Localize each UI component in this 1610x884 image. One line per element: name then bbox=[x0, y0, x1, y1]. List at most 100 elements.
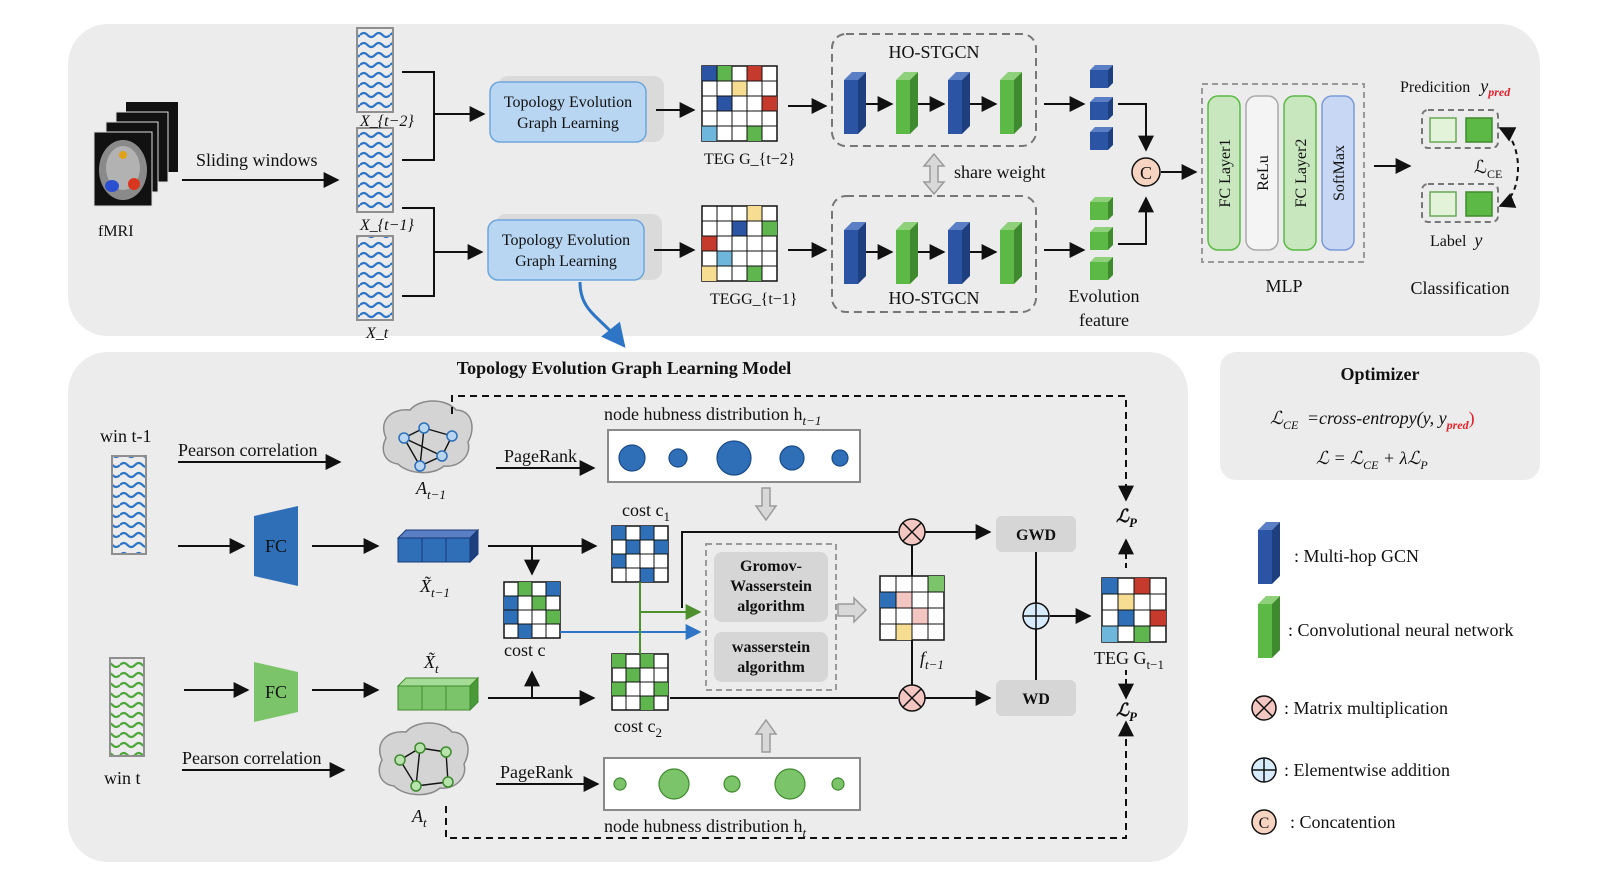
window-series bbox=[356, 27, 394, 321]
f-label: ft−1 bbox=[920, 648, 944, 672]
hub-prev-label: node hubness distribution ht−1 bbox=[604, 404, 821, 428]
tegl-bottom-line1: Topology Evolution bbox=[502, 232, 630, 249]
tegl-top-line1: Topology Evolution bbox=[504, 94, 632, 111]
cost-c-label: cost c bbox=[504, 640, 545, 660]
brain-graph-prev bbox=[382, 400, 473, 474]
share-weight-label: share weight bbox=[954, 162, 1045, 182]
a-prev-label: At−1 bbox=[415, 478, 446, 502]
a-cur-label: At bbox=[411, 806, 427, 830]
matmul-node-top bbox=[898, 518, 926, 546]
evolution-cubes-top bbox=[1090, 65, 1113, 150]
evolution-feature-line1: Evolution bbox=[1069, 286, 1140, 306]
w-line2: algorithm bbox=[737, 659, 805, 676]
legend-cnn-icon bbox=[1258, 596, 1280, 658]
teg-label-tm2: TEG G_{t−2} bbox=[704, 151, 795, 168]
fc-prev bbox=[254, 506, 298, 586]
wd-box bbox=[996, 680, 1076, 716]
fc-cur bbox=[254, 662, 298, 722]
classification-label: Classification bbox=[1411, 278, 1510, 298]
cost-c1-matrix bbox=[611, 525, 669, 583]
x-prev-cubes bbox=[396, 528, 480, 564]
stgcn-label-bottom: HO-STGCN bbox=[888, 288, 979, 308]
sliding-windows-label: Sliding windows bbox=[196, 150, 318, 170]
concat-symbol: C bbox=[1140, 163, 1152, 183]
legend-concat-symbol: C bbox=[1259, 815, 1270, 832]
w-algorithm bbox=[714, 632, 828, 682]
x-cur-label: X̃t bbox=[423, 652, 439, 676]
pagerank-cur: PageRank bbox=[500, 762, 573, 782]
w-line1: wasserstein bbox=[732, 639, 810, 656]
pearson-prev: Pearson correlation bbox=[178, 440, 317, 460]
label-box bbox=[1421, 183, 1499, 223]
stgcn-label-top: HO-STGCN bbox=[888, 42, 979, 62]
hub-prev-nodes bbox=[618, 440, 849, 476]
cost-c1-label: cost c1 bbox=[622, 500, 670, 524]
win-cur-series bbox=[109, 657, 145, 757]
tegl-top-line2: Graph Learning bbox=[517, 115, 619, 132]
mlp-layers: FC Layer1 ReLu FC Layer2 SoftMax bbox=[1207, 95, 1355, 251]
model-title: Topology Evolution Graph Learning Model bbox=[457, 358, 791, 378]
mlp-fc2: FC Layer2 bbox=[1293, 139, 1310, 208]
gw-line1: Gromov- bbox=[740, 558, 802, 575]
loss-ce-label: ℒCE bbox=[1474, 157, 1502, 181]
prediction-box bbox=[1421, 109, 1499, 149]
evolution-cubes-bottom bbox=[1090, 197, 1113, 280]
share-weight-arrow bbox=[922, 152, 946, 196]
legend-gcn-icon bbox=[1258, 522, 1280, 584]
algorithm-box bbox=[705, 543, 837, 691]
hub-cur-nodes bbox=[613, 768, 845, 800]
fc-prev-label: FC bbox=[265, 536, 287, 556]
legend-concat-icon: C bbox=[1251, 809, 1277, 835]
fmri-stack bbox=[93, 102, 178, 207]
legend-multihop: : Multi-hop GCN bbox=[1294, 546, 1419, 566]
bottom-panel bbox=[68, 352, 1188, 862]
optimizer-eq2: ℒ = ℒCE + λℒP bbox=[1316, 448, 1428, 472]
mlp-box bbox=[1201, 83, 1365, 263]
win-prev-label: win t-1 bbox=[100, 426, 152, 446]
legend-matmul: : Matrix multiplication bbox=[1284, 698, 1448, 718]
teg-out-label: TEG Gt−1 bbox=[1094, 648, 1164, 672]
prediction-label: Predicition ypred bbox=[1400, 76, 1511, 99]
tegl-bottom-line2: Graph Learning bbox=[515, 253, 617, 270]
gw-line3: algorithm bbox=[737, 598, 805, 615]
legend-cnn: : Convolutional neural network bbox=[1288, 620, 1513, 640]
optimizer-panel bbox=[1220, 352, 1540, 480]
tegl-box-top: Topology Evolution Graph Learning bbox=[489, 76, 664, 143]
fmri-label: fMRI bbox=[98, 223, 134, 240]
legend-add: : Elementwise addition bbox=[1284, 760, 1450, 780]
cost-c2-matrix bbox=[611, 653, 669, 711]
gwd-label: GWD bbox=[1016, 527, 1056, 544]
gwd-box bbox=[996, 516, 1076, 552]
x-cur-cubes bbox=[396, 676, 480, 712]
f-matrix bbox=[879, 575, 945, 641]
stgcn-box-top bbox=[831, 33, 1037, 147]
gw-line2: Wasserstein bbox=[730, 578, 812, 595]
stgcn-blocks-top bbox=[844, 72, 1022, 134]
win-cur-label: win t bbox=[104, 768, 141, 788]
mlp-softmax: SoftMax bbox=[1331, 145, 1348, 201]
tegl-box-bottom: Topology Evolution Graph Learning bbox=[487, 214, 662, 281]
evolution-feature-line2: feature bbox=[1079, 310, 1129, 330]
matmul-node-bottom bbox=[898, 684, 926, 712]
add-node bbox=[1022, 602, 1050, 630]
cost-c2-label: cost c2 bbox=[614, 716, 662, 740]
teg-matrix-tm2 bbox=[701, 65, 778, 142]
top-panel bbox=[68, 24, 1540, 336]
mlp-fc1: FC Layer1 bbox=[1217, 139, 1234, 208]
brain-graph-cur bbox=[378, 722, 469, 796]
mlp-label: MLP bbox=[1265, 276, 1302, 296]
stgcn-box-bottom bbox=[831, 195, 1037, 313]
lp-bottom: ℒP bbox=[1116, 700, 1138, 724]
gw-algorithm bbox=[714, 552, 828, 622]
fc-cur-label: FC bbox=[265, 682, 287, 702]
pearson-cur: Pearson correlation bbox=[182, 748, 321, 768]
legend-matmul-icon bbox=[1251, 695, 1277, 721]
teg-label-tm1: TEGG_{t−1} bbox=[710, 291, 797, 308]
lp-top: ℒP bbox=[1116, 506, 1138, 530]
cost-c-matrix bbox=[503, 581, 561, 639]
x-prev-label: X̃t−1 bbox=[419, 576, 450, 600]
legend-add-icon bbox=[1251, 757, 1277, 783]
legend-concat: : Concatention bbox=[1290, 812, 1395, 832]
